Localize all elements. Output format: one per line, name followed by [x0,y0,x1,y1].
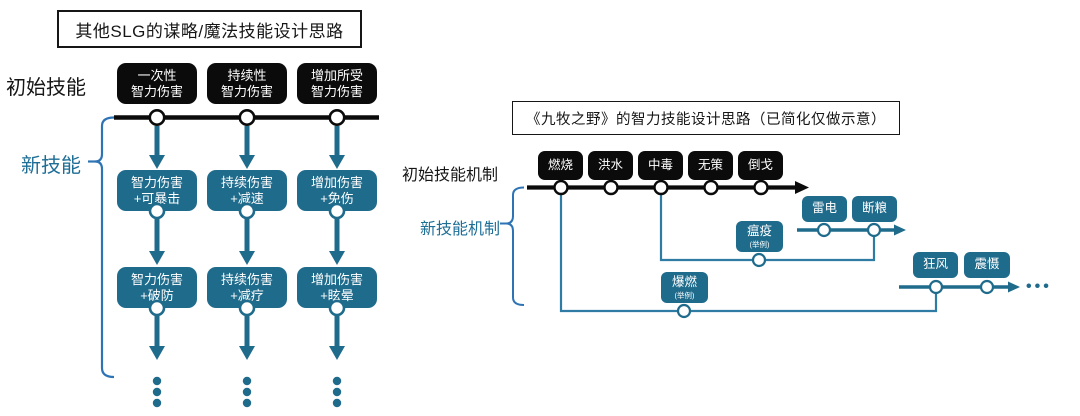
left-panel-title: 其他SLG的谋略/魔法技能设计思路 [57,10,362,48]
more-skills-ellipsis: ••• [1026,278,1052,295]
left-tier2-box-3: 增加伤害 +眩晕 [297,267,377,308]
new-mechanic-label: 新技能机制 [420,221,501,238]
left-tier2-box-1: 智力伤害 +破防 [117,267,197,308]
example-box-name: 爆燃 [671,275,697,290]
initial-skill-label: 初始技能 [6,77,86,99]
initial-mechanic-label: 初始技能机制 [402,167,499,184]
right-initial-box-nostrategy: 无策 [688,151,733,180]
example-box-sub: (举例) [674,290,695,300]
new-skill-label: 新技能 [21,155,81,177]
left-tier1-box-1: 智力伤害 +可暴击 [117,170,197,211]
right-initial-box-burn: 燃烧 [538,151,583,180]
right-initial-box-flood: 洪水 [588,151,633,180]
right-tier3-box-gale: 狂风 [913,252,958,278]
left-tier1-box-3: 增加伤害 +免伤 [297,170,377,211]
right-initial-box-defect: 倒戈 [738,151,783,180]
right-example-box-deflagration: 爆燃 (举例) [661,272,708,303]
left-initial-box-2: 持续性 智力伤害 [207,63,287,104]
right-tier2-box-lightning: 雷电 [802,196,847,222]
right-panel-title: 《九牧之野》的智力技能设计思路（已简化仅做示意） [512,101,900,135]
right-tier2-box-cutsupply: 断粮 [852,196,897,222]
left-tier2-box-2: 持续伤害 +减疗 [207,267,287,308]
left-initial-box-1: 一次性 智力伤害 [117,63,197,104]
example-box-sub: (举例) [749,239,770,249]
left-tier1-box-2: 持续伤害 +减速 [207,170,287,211]
right-example-box-plague: 瘟疫 (举例) [736,221,783,252]
left-initial-box-3: 增加所受 智力伤害 [297,63,377,104]
example-box-name: 瘟疫 [746,224,772,239]
right-initial-box-poison: 中毒 [638,151,683,180]
right-tier3-box-deter: 震慑 [964,252,1010,278]
